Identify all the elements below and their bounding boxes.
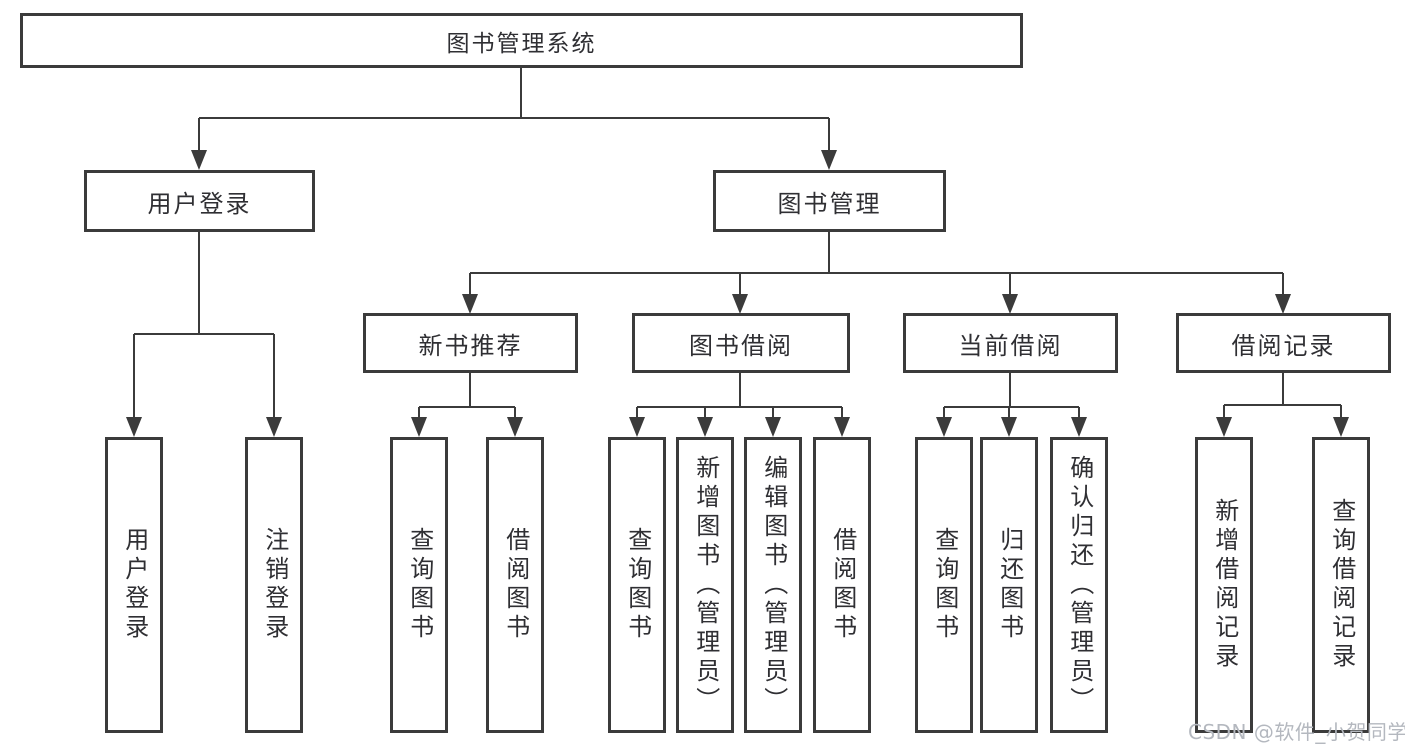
leaf-query-books-current: 查询图书 xyxy=(915,437,973,733)
node-book-management: 图书管理 xyxy=(713,170,946,232)
leaf-add-borrow-record: 新增借阅记录 xyxy=(1195,437,1253,733)
node-new-book-recommendation: 新书推荐 xyxy=(363,313,578,373)
node-label: 图书借阅 xyxy=(689,331,793,360)
node-label: 新书推荐 xyxy=(418,331,523,360)
leaf-borrow-books-recommend: 借阅图书 xyxy=(486,437,544,733)
leaf-label: 注销登录 xyxy=(260,527,289,643)
leaf-return-books: 归还图书 xyxy=(980,437,1038,733)
leaf-label: 借阅图书 xyxy=(828,527,857,643)
leaf-label: 归还图书 xyxy=(995,527,1024,643)
node-label: 图书管理 xyxy=(777,189,882,218)
leaf-query-borrow-record: 查询借阅记录 xyxy=(1312,437,1370,733)
arrowheads xyxy=(126,150,1349,437)
csdn-watermark: CSDN @软件_小贺同学 xyxy=(1188,720,1405,744)
leaf-confirm-return-admin: 确认归还（管理员） xyxy=(1050,437,1108,733)
leaf-label: 查询图书 xyxy=(623,527,652,643)
node-label: 用户登录 xyxy=(147,189,252,218)
node-book-borrowing: 图书借阅 xyxy=(632,313,850,373)
leaf-label: 查询借阅记录 xyxy=(1327,498,1356,672)
node-label: 图书管理系统 xyxy=(446,30,597,57)
leaf-label: 查询图书 xyxy=(405,527,434,643)
node-label: 借阅记录 xyxy=(1231,331,1336,360)
node-root-library-management-system: 图书管理系统 xyxy=(20,13,1023,68)
node-label: 当前借阅 xyxy=(958,331,1063,360)
leaf-label: 确认归还（管理员） xyxy=(1065,454,1094,716)
node-user-login: 用户登录 xyxy=(84,170,315,232)
leaf-label: 新增借阅记录 xyxy=(1210,498,1239,672)
leaf-edit-book-admin: 编辑图书（管理员） xyxy=(744,437,802,733)
leaf-logout: 注销登录 xyxy=(245,437,303,733)
node-current-borrowing: 当前借阅 xyxy=(903,313,1118,373)
leaf-borrow-books-borrowing: 借阅图书 xyxy=(813,437,871,733)
leaf-user-login: 用户登录 xyxy=(105,437,163,733)
leaf-query-books-recommend: 查询图书 xyxy=(390,437,448,733)
leaf-label: 新增图书（管理员） xyxy=(691,454,720,716)
leaf-label: 借阅图书 xyxy=(501,527,530,643)
leaf-label: 查询图书 xyxy=(930,527,959,643)
node-borrowing-records: 借阅记录 xyxy=(1176,313,1391,373)
leaf-label: 用户登录 xyxy=(120,527,149,643)
leaf-add-book-admin: 新增图书（管理员） xyxy=(676,437,734,733)
leaf-label: 编辑图书（管理员） xyxy=(759,454,788,716)
leaf-query-books-borrowing: 查询图书 xyxy=(608,437,666,733)
